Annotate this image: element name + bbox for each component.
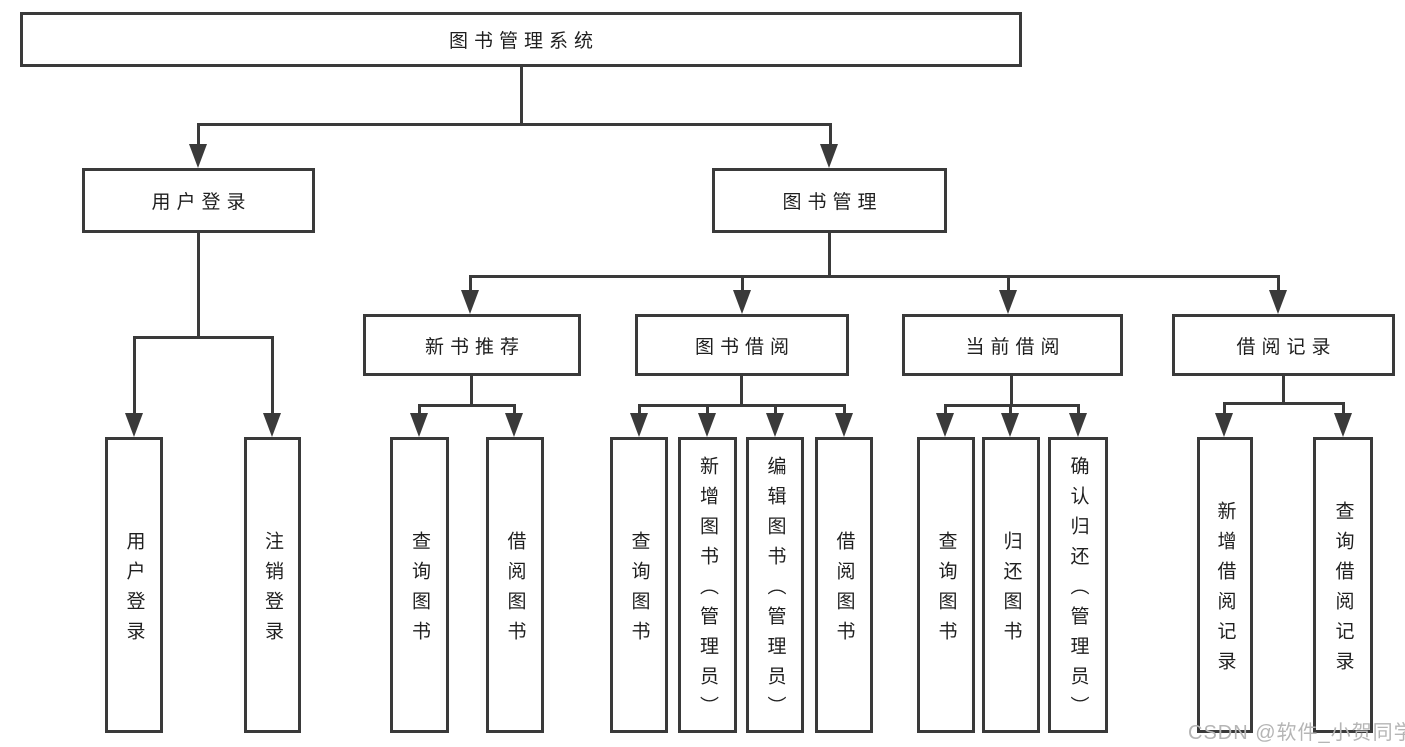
connector-line <box>271 339 274 413</box>
leaf-label: 借阅图书 <box>504 530 526 651</box>
connector-line <box>638 404 846 407</box>
leaf-query-books-3: 查询图书 <box>917 437 975 733</box>
arrow-down-icon <box>766 413 784 437</box>
leaf-label: 查询图书 <box>935 530 957 651</box>
leaf-label: 新增图书（管理员） <box>697 455 718 726</box>
connector-line <box>1342 405 1345 415</box>
connector-line <box>197 123 832 126</box>
leaf-label: 借阅图书 <box>833 530 855 651</box>
arrow-down-icon <box>835 413 853 437</box>
arrow-down-icon <box>1269 290 1287 314</box>
arrow-down-icon <box>733 290 751 314</box>
leaf-label: 查询图书 <box>628 530 650 651</box>
connector-line <box>1009 407 1012 415</box>
node-root-label: 图书管理系统 <box>448 31 599 52</box>
connector-line <box>520 67 523 125</box>
node-label: 用户登录 <box>151 192 252 213</box>
connector-line <box>469 277 472 291</box>
node-label: 图书借阅 <box>694 336 795 358</box>
node-label: 新书推荐 <box>424 336 525 358</box>
node-label: 当前借阅 <box>965 336 1066 358</box>
node-root: 图书管理系统 <box>20 12 1022 67</box>
connector-line <box>740 376 743 407</box>
node-borrow-records: 借阅记录 <box>1172 314 1395 376</box>
node-book-borrow: 图书借阅 <box>635 314 849 376</box>
arrow-down-icon <box>1334 413 1352 437</box>
node-new-book-recommend: 新书推荐 <box>363 314 581 376</box>
leaf-edit-book-admin: 编辑图书（管理员） <box>746 437 804 733</box>
leaf-user-login: 用户登录 <box>105 437 163 733</box>
connector-line <box>1282 376 1285 404</box>
node-label: 图书管理 <box>782 192 883 213</box>
leaf-query-books-2: 查询图书 <box>610 437 668 733</box>
arrow-down-icon <box>410 413 428 437</box>
connector-line <box>197 233 200 338</box>
node-label: 借阅记录 <box>1236 336 1337 358</box>
connector-line <box>469 275 1280 278</box>
connector-line <box>1010 376 1013 407</box>
connector-line <box>706 407 709 415</box>
arrow-down-icon <box>189 144 207 168</box>
connector-line <box>418 407 421 415</box>
connector-line <box>829 125 832 147</box>
arrow-down-icon <box>461 290 479 314</box>
connector-line <box>470 376 473 407</box>
leaf-return-book: 归还图书 <box>982 437 1040 733</box>
arrow-down-icon <box>999 290 1017 314</box>
arrow-down-icon <box>1215 413 1233 437</box>
connector-line <box>944 404 1080 407</box>
connector-line <box>638 407 641 415</box>
arrow-down-icon <box>630 413 648 437</box>
connector-line <box>1223 402 1345 405</box>
leaf-borrow-books-1: 借阅图书 <box>486 437 544 733</box>
leaf-label: 用户登录 <box>123 530 145 651</box>
arrow-down-icon <box>820 144 838 168</box>
leaf-borrow-books-2: 借阅图书 <box>815 437 873 733</box>
connector-line <box>513 407 516 415</box>
leaf-add-borrow-record: 新增借阅记录 <box>1197 437 1253 733</box>
connector-line <box>133 339 136 413</box>
leaf-label: 查询借阅记录 <box>1332 500 1354 681</box>
leaf-label: 新增借阅记录 <box>1214 500 1236 681</box>
connector-line <box>197 125 200 147</box>
leaf-label: 查询图书 <box>409 530 430 651</box>
node-current-borrow: 当前借阅 <box>902 314 1123 376</box>
arrow-down-icon <box>1001 413 1019 437</box>
arrow-down-icon <box>125 413 143 437</box>
leaf-add-book-admin: 新增图书（管理员） <box>678 437 737 733</box>
connector-line <box>944 407 947 415</box>
leaf-confirm-return-admin: 确认归还（管理员） <box>1048 437 1108 733</box>
connector-line <box>741 277 744 291</box>
node-book-management: 图书管理 <box>712 168 947 233</box>
leaf-label: 确认归还（管理员） <box>1067 455 1089 726</box>
connector-line <box>133 336 274 339</box>
leaf-label: 编辑图书（管理员） <box>764 455 786 726</box>
leaf-label: 注销登录 <box>262 530 283 651</box>
connector-line <box>418 404 516 407</box>
node-user-login: 用户登录 <box>82 168 315 233</box>
connector-line <box>1277 277 1280 291</box>
connector-line <box>1077 407 1080 415</box>
arrow-down-icon <box>936 413 954 437</box>
watermark: CSDN @软件_小贺同学 <box>1188 722 1405 744</box>
arrow-down-icon <box>263 413 281 437</box>
connector-line <box>828 233 831 277</box>
connector-line <box>843 407 846 415</box>
leaf-query-borrow-record: 查询借阅记录 <box>1313 437 1373 733</box>
connector-line <box>1007 277 1010 291</box>
leaf-query-books-1: 查询图书 <box>390 437 449 733</box>
arrow-down-icon <box>1069 413 1087 437</box>
arrow-down-icon <box>505 413 523 437</box>
leaf-label: 归还图书 <box>1000 530 1022 651</box>
leaf-logout: 注销登录 <box>244 437 301 733</box>
connector-line <box>774 407 777 415</box>
arrow-down-icon <box>698 413 716 437</box>
connector-line <box>1223 405 1226 415</box>
